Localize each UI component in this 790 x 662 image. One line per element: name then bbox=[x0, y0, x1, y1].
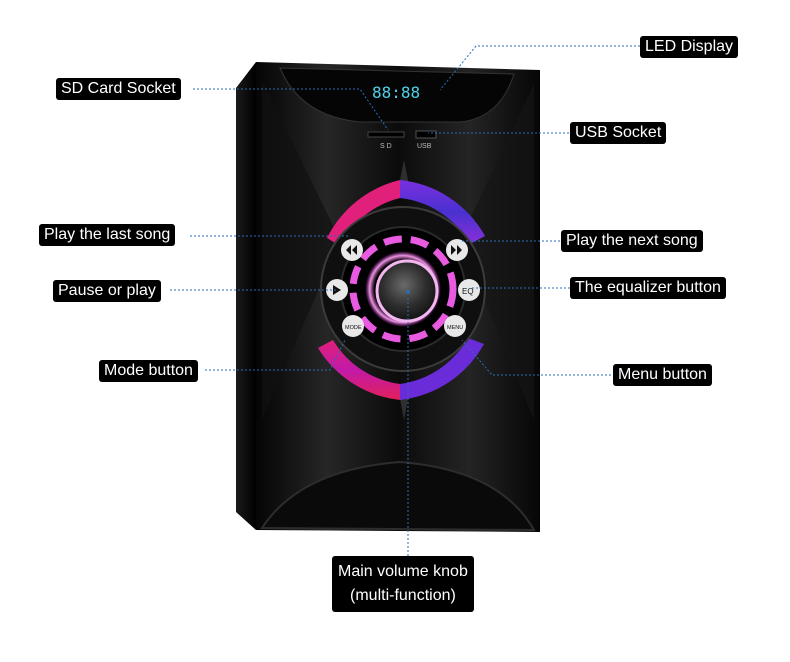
left-facet bbox=[262, 80, 340, 420]
ring-bottom-left bbox=[318, 340, 400, 400]
label-pause-or-play: Pause or play bbox=[53, 280, 161, 302]
eq-button[interactable]: EQ bbox=[458, 279, 480, 301]
cabinet-side bbox=[236, 62, 256, 530]
prev-button[interactable] bbox=[341, 239, 363, 261]
label-play-next-song: Play the next song bbox=[561, 230, 703, 252]
menu-button[interactable]: MENU bbox=[444, 315, 466, 337]
label-play-last-song: Play the last song bbox=[39, 224, 176, 246]
mode-button-label: MODE bbox=[345, 325, 362, 331]
leader-lines bbox=[170, 45, 640, 556]
right-facet bbox=[460, 84, 534, 420]
leader-mode bbox=[205, 339, 346, 371]
sd-slot-label: S D bbox=[380, 143, 392, 150]
play-pause-button[interactable] bbox=[326, 279, 348, 301]
bottom-arch bbox=[260, 460, 536, 532]
sd-slot bbox=[367, 131, 405, 138]
knob-marker-dot bbox=[406, 290, 410, 294]
leader-led bbox=[439, 45, 640, 91]
eq-button-label: EQ bbox=[462, 287, 474, 296]
leader-menu bbox=[461, 339, 615, 376]
mode-button[interactable]: MODE bbox=[342, 315, 364, 337]
label-volume-knob: Main volume knob (multi-function) bbox=[332, 556, 474, 612]
usb-slot-label: USB bbox=[417, 143, 432, 150]
led-digits: 88:88 bbox=[372, 83, 420, 102]
label-led-display: LED Display bbox=[640, 36, 739, 58]
label-sd-card-socket: SD Card Socket bbox=[56, 78, 181, 100]
menu-button-label: MENU bbox=[447, 325, 463, 331]
label-usb-socket: USB Socket bbox=[570, 122, 667, 144]
usb-slot bbox=[415, 130, 437, 139]
ring-top-right bbox=[400, 180, 485, 244]
label-volume-knob-line2: (multi-function) bbox=[350, 587, 456, 604]
label-volume-knob-line1: Main volume knob bbox=[338, 563, 468, 580]
ring-bottom-right bbox=[400, 338, 484, 400]
label-mode-button: Mode button bbox=[99, 360, 198, 382]
next-button[interactable] bbox=[446, 239, 468, 261]
label-equalizer-button: The equalizer button bbox=[570, 277, 726, 299]
leader-sd bbox=[193, 88, 389, 131]
label-menu-button: Menu button bbox=[613, 364, 712, 386]
glow-segments bbox=[349, 235, 457, 343]
display-window bbox=[279, 67, 515, 123]
